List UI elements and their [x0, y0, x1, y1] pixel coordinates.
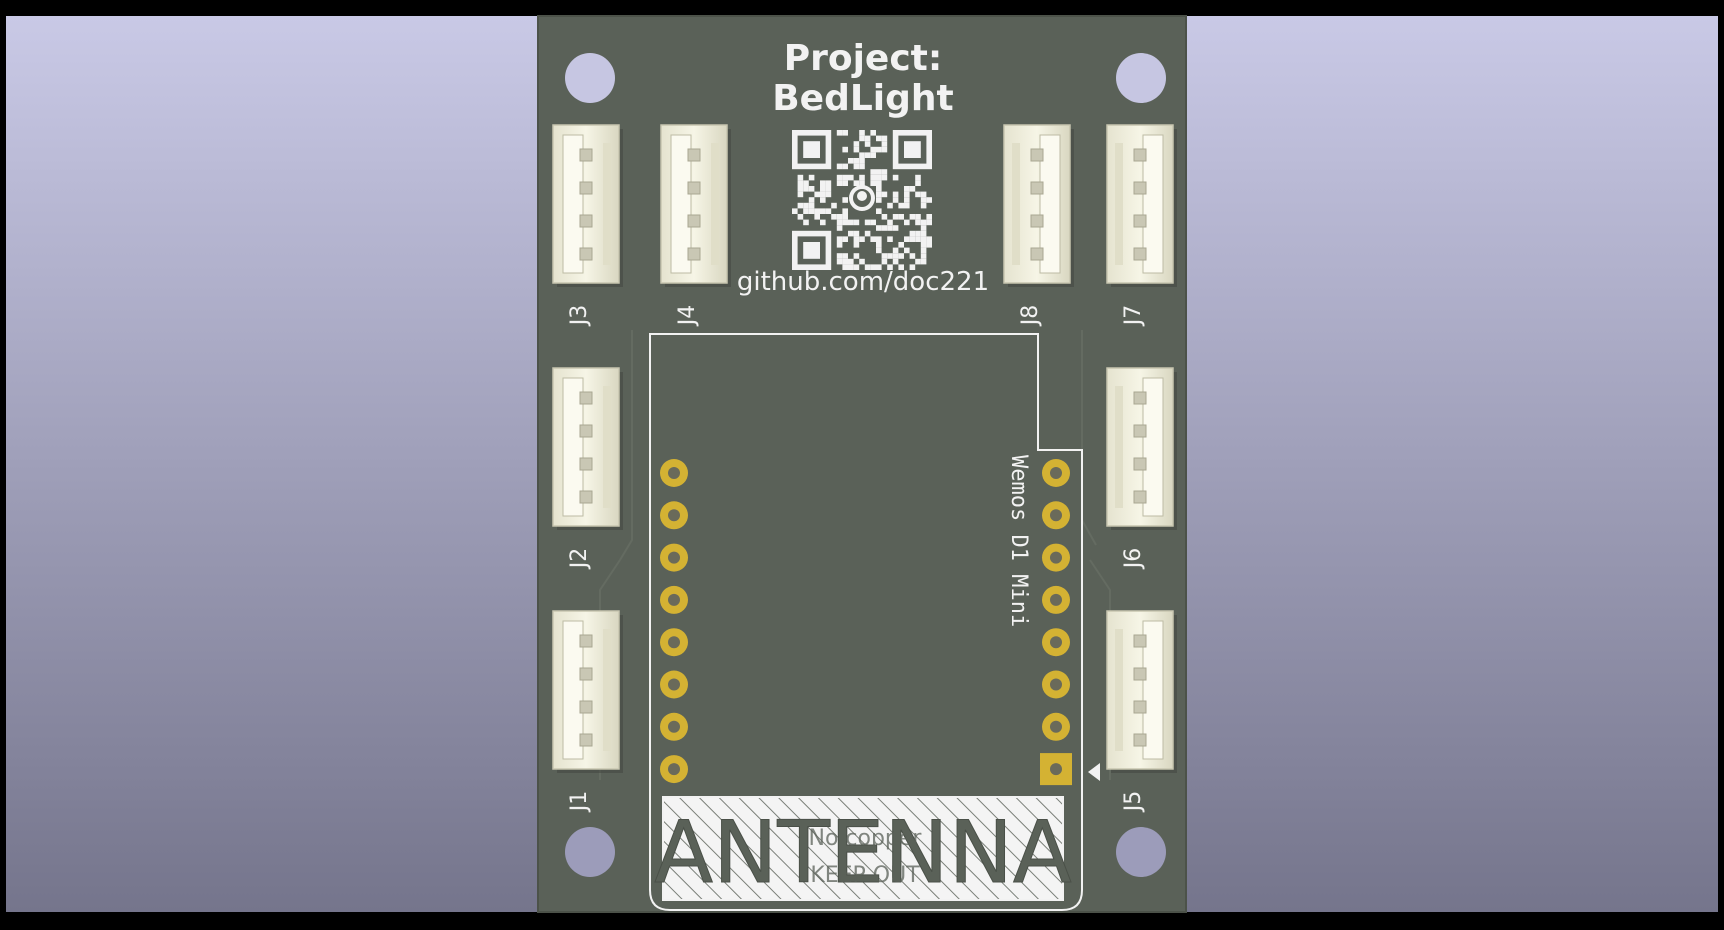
connector-label: J2 — [567, 548, 592, 571]
header-right — [1040, 459, 1072, 786]
github-octocat-icon — [849, 185, 875, 211]
header-pad — [1042, 712, 1070, 741]
header-pad — [1042, 459, 1070, 487]
connector-label: J7 — [1121, 305, 1146, 328]
connector-label: J4 — [675, 305, 700, 328]
connector-label: J3 — [567, 305, 592, 328]
header-pad — [660, 628, 688, 657]
connector-label: J1 — [567, 791, 592, 814]
connector-j7[interactable]: J7 — [1106, 124, 1177, 328]
connector-j1[interactable]: J1 — [552, 610, 623, 814]
header-pad — [1042, 628, 1070, 657]
connector-j5[interactable]: J5 — [1106, 610, 1177, 814]
connector-label: J6 — [1121, 548, 1146, 571]
header-pad — [1040, 753, 1072, 786]
connector-j4[interactable]: J4 — [660, 124, 731, 328]
board-title-line2: BedLight — [772, 78, 954, 119]
module-outline — [649, 333, 1083, 911]
connector-label: J8 — [1018, 305, 1043, 328]
header-pad — [1042, 501, 1070, 530]
pcb-board[interactable]: Project: BedLight github.com/doc221 Wemo… — [537, 15, 1187, 913]
header-pad — [660, 459, 688, 487]
keepout-line1: No copper — [809, 826, 923, 851]
board-title-line1: Project: — [784, 38, 943, 79]
pcb-substrate — [538, 16, 1186, 912]
header-pad — [660, 755, 688, 784]
module-label: Wemos D1 Mini — [1006, 455, 1031, 627]
connector-label: J5 — [1121, 791, 1146, 814]
connector-j6[interactable]: J6 — [1106, 367, 1177, 571]
mounting-hole — [565, 827, 615, 877]
header-left — [660, 459, 688, 784]
connector-j8[interactable]: J8 — [1003, 124, 1074, 328]
pin1-marker — [1088, 763, 1100, 781]
antenna-label: ANTENNA — [654, 803, 1072, 903]
header-pad — [1042, 670, 1070, 699]
repo-url: github.com/doc221 — [737, 267, 989, 297]
qr-code — [792, 130, 932, 270]
connector-j2[interactable]: J2 — [552, 367, 623, 571]
mounting-hole — [1116, 827, 1166, 877]
header-pad — [1042, 585, 1070, 614]
header-pad — [1042, 543, 1070, 572]
header-pad — [660, 543, 688, 572]
header-pad — [660, 585, 688, 614]
mounting-hole — [1116, 53, 1166, 103]
header-pad — [660, 712, 688, 741]
connector-j3[interactable]: J3 — [552, 124, 623, 328]
antenna-keepout: ANTENNA No copper KEEP OUT — [654, 796, 1072, 904]
header-pad — [660, 501, 688, 530]
header-pad — [660, 670, 688, 699]
mounting-hole — [565, 53, 615, 103]
keepout-line2: KEEP OUT — [810, 863, 920, 888]
